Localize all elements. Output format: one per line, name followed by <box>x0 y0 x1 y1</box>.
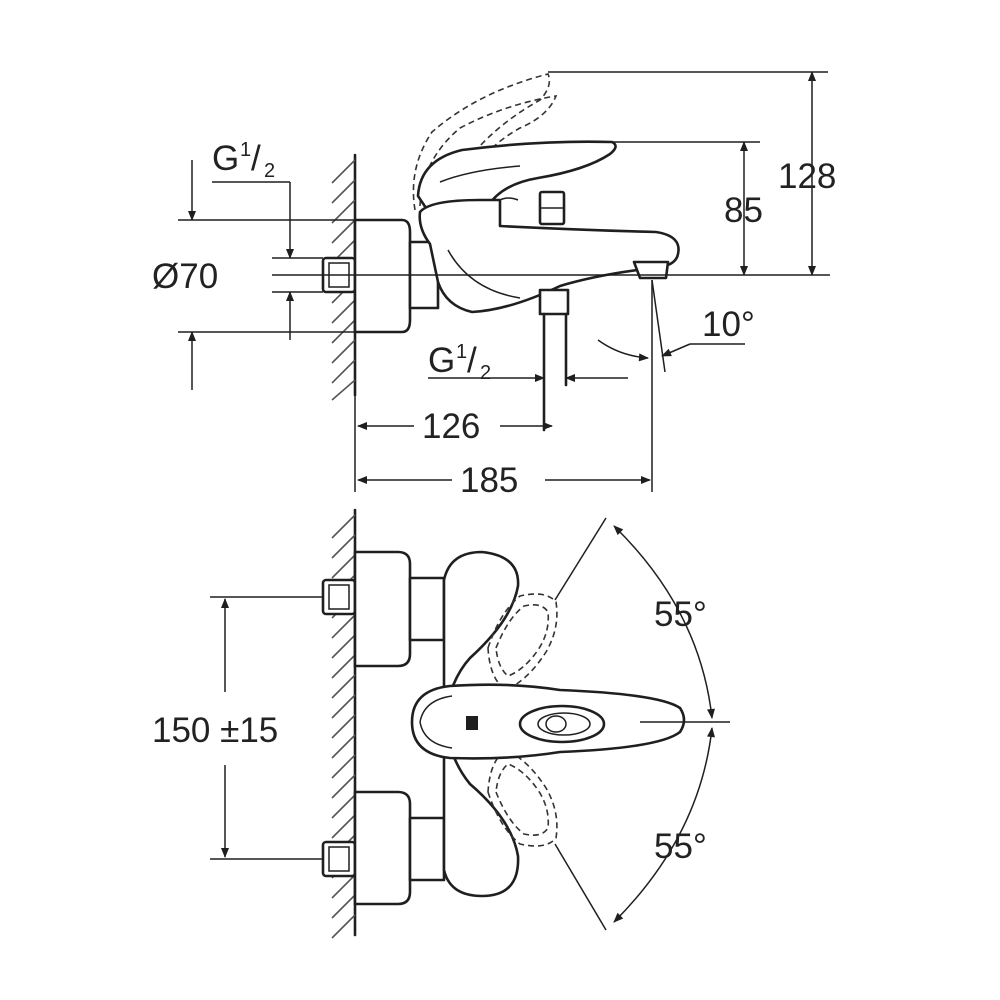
thread-top-num: 1 <box>240 139 251 161</box>
lever-handle-side <box>416 140 617 210</box>
label-angle-up: 55° <box>654 595 707 634</box>
dim-depth-185: 185 <box>357 280 653 500</box>
lever-cap-inner <box>537 712 591 736</box>
dim-angle-up: 55° <box>554 517 715 719</box>
shower-outlet <box>538 288 570 316</box>
thread-bottom-num: 1 <box>456 341 467 363</box>
label-thread-bottom: G <box>428 341 455 380</box>
dim-angle-down: 55° <box>554 727 715 931</box>
rosette-side <box>353 218 412 334</box>
side-view: 128 85 G 1 / 2 Ø70 <box>152 71 836 500</box>
spout-outlet <box>632 260 670 280</box>
label-angle-spout: 10° <box>702 305 755 344</box>
rosette-top-lower <box>353 790 412 906</box>
rosette-top-upper <box>353 550 412 668</box>
thread-bottom-den: 2 <box>480 362 491 384</box>
dim-angle-spout: 10° <box>597 279 755 373</box>
label-center-distance: 150 ±15 <box>152 711 278 750</box>
thread-top-slash: / <box>251 139 261 178</box>
label-height-spout: 85 <box>724 191 763 230</box>
label-height-total: 128 <box>778 157 836 196</box>
label-thread-top: G <box>212 139 239 178</box>
label-diameter: Ø70 <box>152 257 218 296</box>
dim-center-distance: 150 ±15 <box>152 596 323 860</box>
dim-thread-top: G 1 / 2 <box>212 139 294 340</box>
top-view: 150 ±15 55° 55° <box>152 508 730 939</box>
thread-top-den: 2 <box>264 160 275 182</box>
label-depth-total: 185 <box>460 461 518 500</box>
dim-height-85: 85 <box>612 141 763 276</box>
label-angle-down: 55° <box>654 827 707 866</box>
dim-depth-126: 126 <box>354 395 553 492</box>
thread-bottom-slash: / <box>467 341 477 380</box>
dim-height-128: 128 <box>548 71 836 276</box>
lever-indicator <box>466 716 478 730</box>
label-depth-outlet: 126 <box>422 407 480 446</box>
lever-cap-outer <box>518 704 606 744</box>
dim-thread-bottom: G 1 / 2 <box>428 341 628 384</box>
dim-diameter: Ø70 <box>152 160 355 390</box>
